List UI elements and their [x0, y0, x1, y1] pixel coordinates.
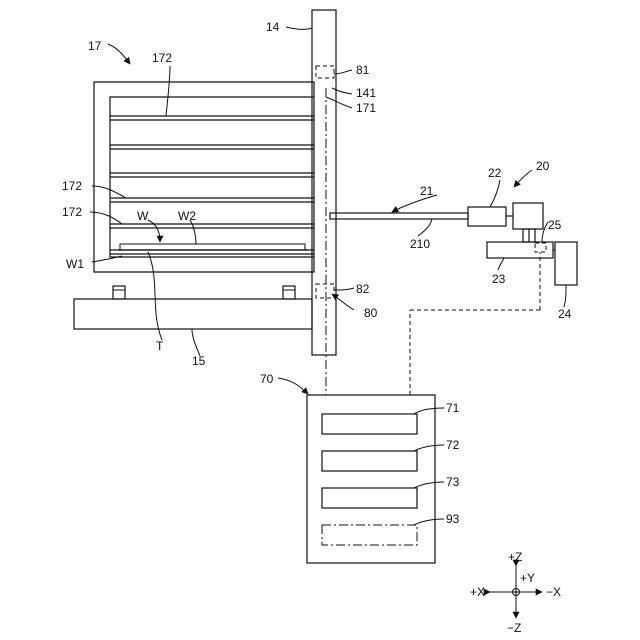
label-73: 73	[446, 475, 460, 489]
axis-label-minus-x: −X	[546, 585, 561, 599]
label-93: 93	[446, 512, 460, 526]
base-23	[487, 242, 553, 258]
axis-label-plus-y: +Y	[520, 571, 535, 585]
label-24: 24	[558, 307, 572, 321]
label-20: 20	[536, 159, 550, 173]
label-210: 210	[410, 237, 430, 251]
sensor-25	[535, 243, 546, 252]
axis-label-plus-z: +Z	[508, 550, 522, 564]
foot-left	[113, 286, 125, 299]
label-W: W	[137, 209, 149, 223]
label-25: 25	[548, 218, 562, 232]
label-81: 81	[356, 63, 370, 77]
label-172-top: 172	[152, 51, 172, 65]
controller-70	[307, 395, 435, 563]
label-15: 15	[192, 354, 206, 368]
drive-22	[468, 207, 506, 226]
module-93	[322, 525, 417, 545]
axis-label-minus-z: −Z	[507, 621, 521, 635]
label-W2: W2	[178, 209, 196, 223]
label-82: 82	[356, 282, 370, 296]
wafer-W	[120, 244, 305, 250]
label-80: 80	[364, 306, 378, 320]
module-73	[322, 488, 417, 508]
module-71	[322, 414, 417, 434]
label-14: 14	[266, 20, 280, 34]
module-72	[322, 451, 417, 471]
motor-block	[513, 203, 543, 229]
wall-14	[312, 10, 336, 395]
label-172-low: 172	[62, 205, 82, 219]
label-17: 17	[88, 39, 102, 53]
label-71: 71	[446, 401, 460, 415]
container-17	[94, 82, 314, 272]
label-23: 23	[492, 272, 506, 286]
arm-210	[330, 213, 468, 219]
label-T: T	[156, 339, 164, 353]
label-172-mid: 172	[62, 179, 82, 193]
label-22: 22	[488, 166, 502, 180]
axis-label-plus-x: +X	[470, 585, 485, 599]
base-15	[74, 299, 312, 329]
unit-24	[555, 242, 577, 285]
label-W1: W1	[66, 257, 84, 271]
label-70: 70	[260, 372, 274, 386]
label-171: 171	[356, 101, 376, 115]
label-21: 21	[420, 184, 434, 198]
label-141: 141	[356, 86, 376, 100]
foot-right	[283, 286, 295, 299]
label-72: 72	[446, 438, 460, 452]
